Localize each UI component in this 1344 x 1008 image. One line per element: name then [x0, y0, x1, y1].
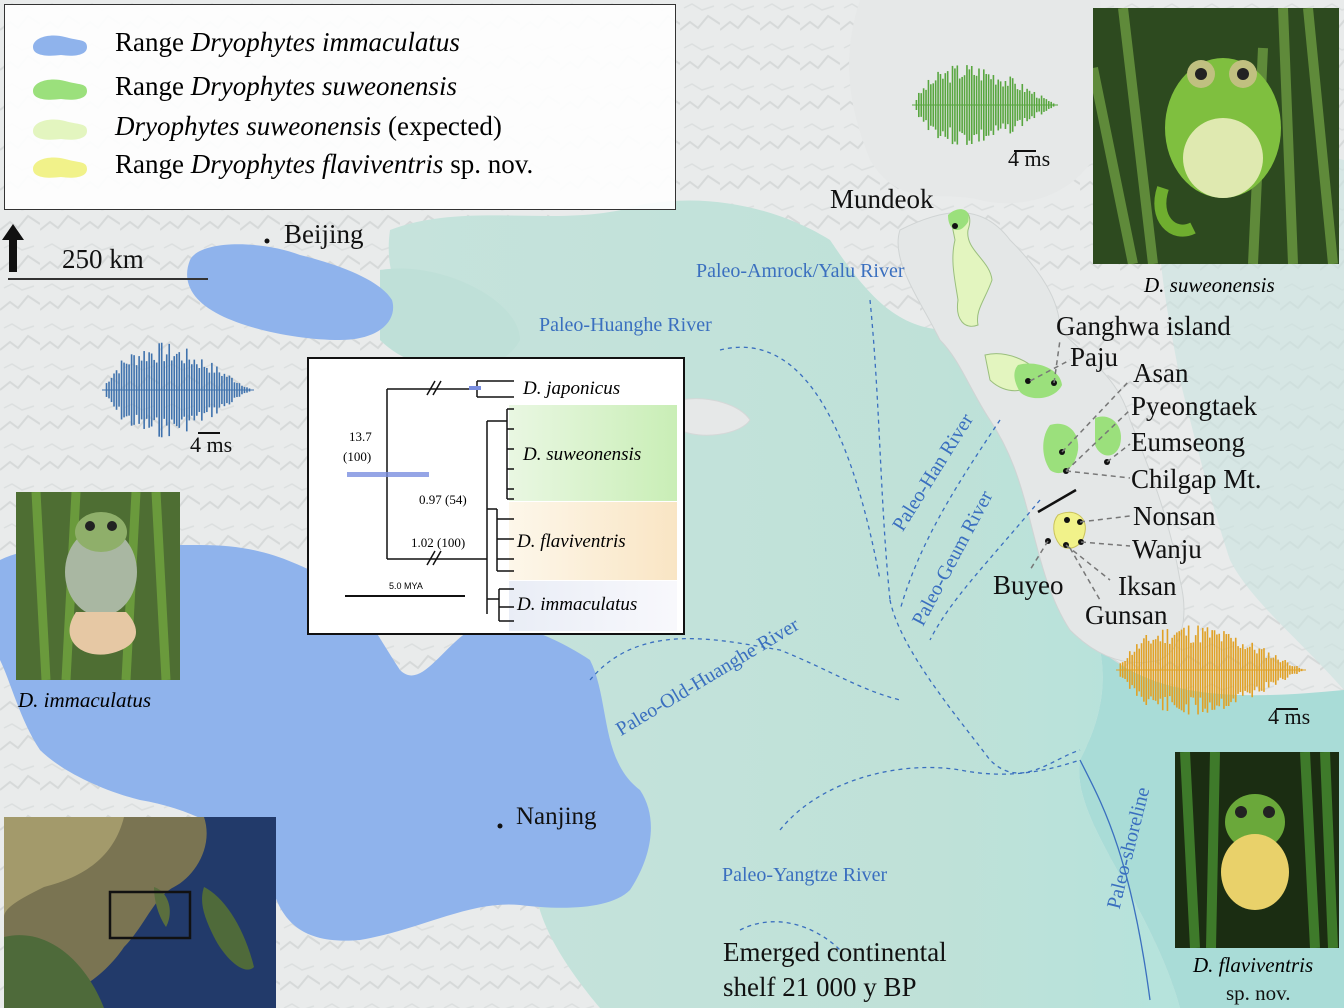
frog-suweonensis-icon: [1093, 8, 1339, 264]
location-inset-map: [4, 817, 276, 1008]
caption-suweonensis: D. suweonensis: [1144, 273, 1275, 297]
legend-prefix: Range: [115, 27, 191, 57]
photo-immaculatus: [16, 492, 180, 680]
locality-wanju: Wanju: [1132, 534, 1202, 564]
river-yangtze-label: Paleo-Yangtze River: [722, 864, 888, 886]
call-scale-bar-immaculatus: [198, 432, 220, 434]
legend-species: Dryophytes immaculatus: [190, 27, 460, 57]
frog-flaviventris-icon: [1175, 752, 1339, 948]
caption-immaculatus: D. immaculatus: [18, 688, 151, 712]
legend-suffix: sp. nov.: [443, 149, 534, 179]
locality-eumseong: Eumseong: [1131, 427, 1245, 457]
map-legend: Range Dryophytes immaculatus Range Dryop…: [4, 4, 676, 210]
range-immaculatus-north: [187, 244, 394, 340]
legend-swatch-suweonensis: [33, 79, 87, 100]
legend-species: Dryophytes flaviventris: [190, 149, 444, 179]
locality-pyeongtaek: Pyeongtaek: [1131, 391, 1257, 421]
locality-nonsan: Nonsan: [1133, 501, 1216, 531]
legend-swatch-immaculatus: [33, 35, 87, 56]
locality-asan: Asan: [1133, 358, 1189, 388]
call-scale-flaviventris: 4 ms: [1268, 704, 1311, 729]
call-scale-bar-flaviventris: [1276, 708, 1298, 710]
city-beijing: Beijing: [284, 219, 364, 249]
phylogeny-inset: D. japonicus D. suweonensis D. flavivent…: [307, 357, 685, 635]
clade-bg-flaviventris: [509, 502, 677, 580]
clade-bg-suweonensis: [509, 405, 677, 501]
clade-bg-japonicus: [509, 369, 677, 403]
clade-immaculatus: D. immaculatus: [517, 594, 638, 615]
node-support-1: 0.97 (54): [419, 492, 467, 507]
satellite-inset: [4, 817, 276, 1008]
legend-prefix: Range: [115, 71, 191, 101]
river-amrock-label: Paleo-Amrock/Yalu River: [696, 260, 905, 282]
node-root-age: 13.7: [349, 429, 372, 444]
clade-bg-immaculatus: [509, 581, 677, 631]
clade-suweonensis: D. suweonensis: [523, 444, 642, 465]
legend-suffix: (expected): [381, 111, 502, 141]
shelf-note-line1: Emerged continental: [723, 937, 947, 967]
node-support-2: 1.02 (100): [411, 535, 466, 550]
locality-ganghwa: Ganghwa island: [1056, 311, 1231, 341]
call-scale-bar-suweonensis: [1014, 150, 1036, 152]
locality-paju: Paju: [1070, 342, 1119, 372]
locality-iksan: Iksan: [1118, 571, 1177, 601]
locality-buyeo: Buyeo: [993, 570, 1064, 600]
river-huanghe-label: Paleo-Huanghe River: [539, 314, 712, 336]
north-arrow-icon: [2, 224, 24, 272]
tree-branches: [345, 380, 514, 622]
locality-mundeok: Mundeok: [830, 184, 934, 214]
clade-flaviventris: D. flaviventris: [517, 531, 626, 552]
call-scale-suweonensis: 4 ms: [1008, 146, 1051, 171]
caption-flaviventris-spnov: sp. nov.: [1226, 981, 1291, 1005]
range-suweonensis-expected: [949, 209, 993, 327]
call-waveform-suweonensis: [912, 65, 1058, 145]
frog-immaculatus-icon: [16, 492, 180, 680]
call-scale-immaculatus: 4 ms: [190, 432, 233, 457]
legend-prefix: Range: [115, 149, 191, 179]
clade-japonicus: D. japonicus: [523, 378, 621, 399]
range-suweonensis-paju: [1014, 363, 1062, 399]
legend-swatch-suweonensis-expected: [33, 119, 87, 140]
scale-bar-label: 250 km: [62, 244, 144, 274]
node-root-support: (100): [343, 449, 372, 464]
legend-species: Dryophytes suweonensis: [115, 111, 382, 141]
tree-scale-label: 5.0 MYA: [389, 581, 423, 591]
locality-gunsan: Gunsan: [1085, 600, 1168, 630]
shelf-note-line2: shelf 21 000 y BP: [723, 972, 917, 1002]
legend-swatch-flaviventris: [33, 157, 87, 178]
photo-flaviventris: [1175, 752, 1339, 948]
range-suweonensis-eumseong: [1095, 416, 1121, 456]
range-suweonensis-asan: [1043, 423, 1079, 474]
legend-species: Dryophytes suweonensis: [190, 71, 457, 101]
locality-chilgap: Chilgap Mt.: [1131, 464, 1262, 494]
call-waveform-flaviventris: [1116, 625, 1306, 715]
city-nanjing: Nanjing: [516, 803, 597, 830]
call-waveform-immaculatus: [102, 342, 254, 438]
scale-bar: [8, 278, 208, 280]
caption-flaviventris: D. flaviventris: [1193, 953, 1314, 977]
photo-suweonensis: [1093, 8, 1339, 264]
